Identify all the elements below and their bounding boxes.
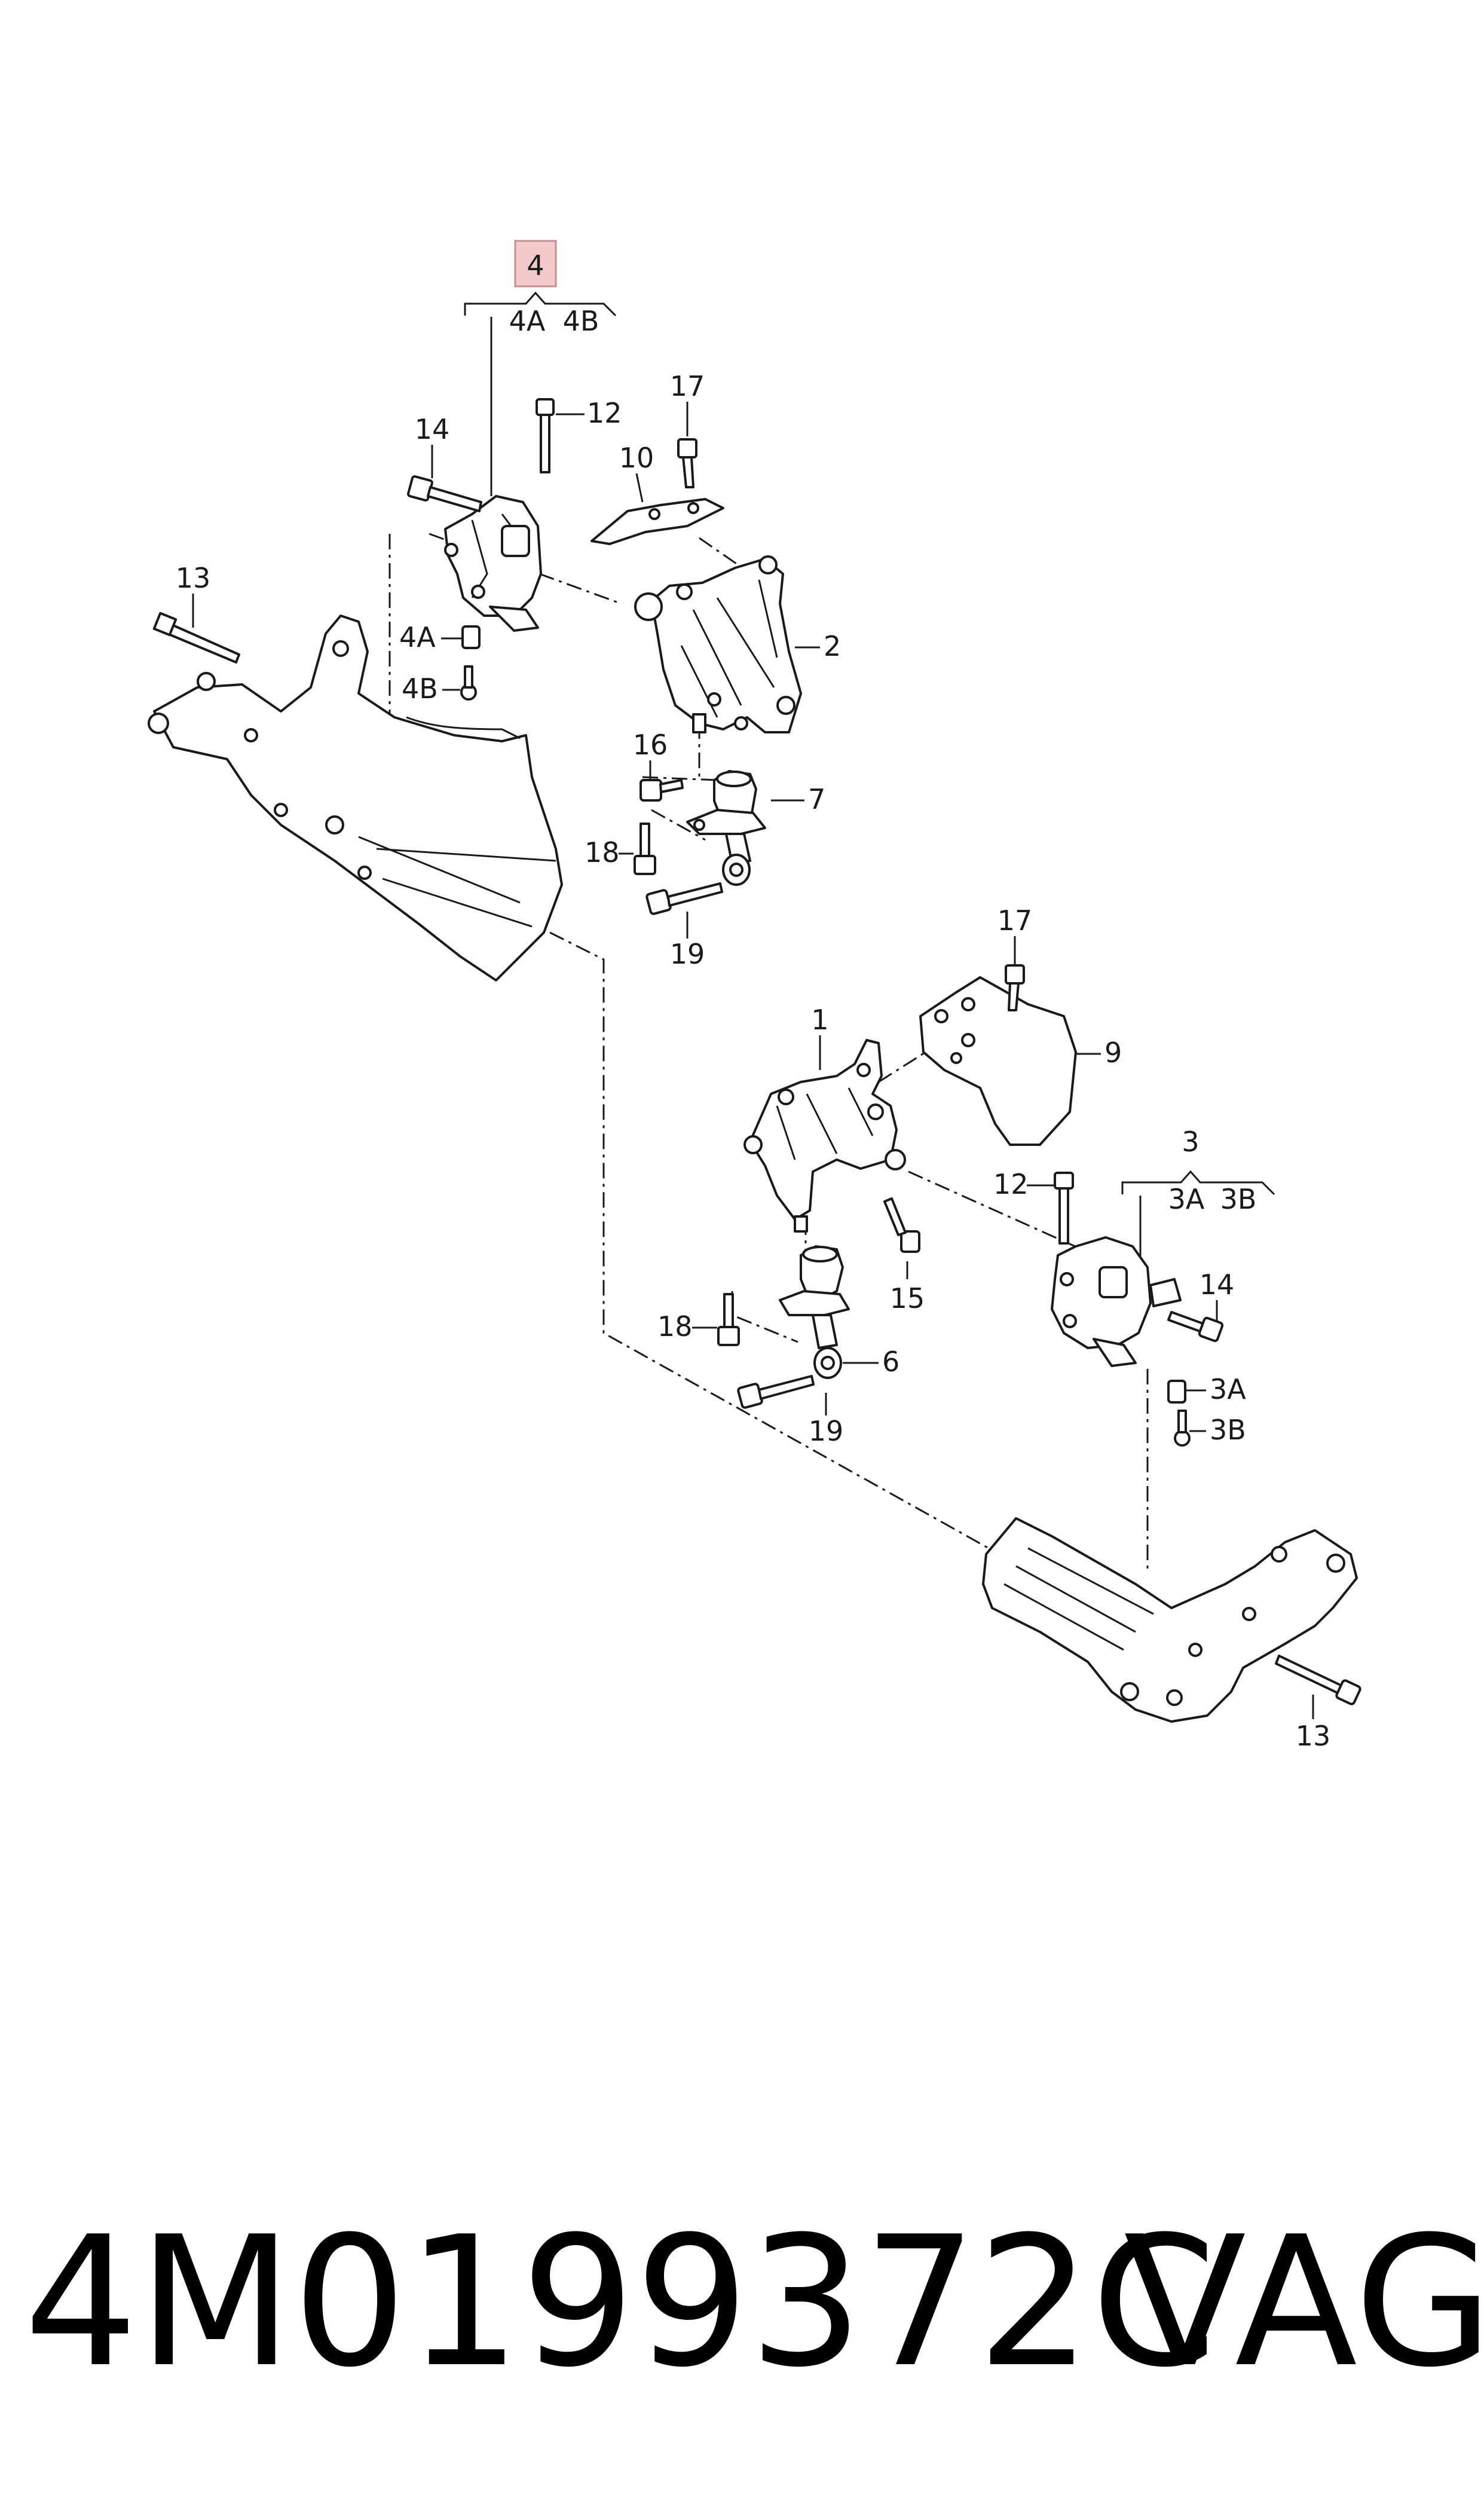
pendulum-mount-7: [686, 770, 766, 886]
engine-mount-3: [1051, 1236, 1182, 1367]
engine-mount-4: [444, 495, 542, 632]
callout-17-bottom[interactable]: 17: [998, 904, 1033, 937]
callout-4b[interactable]: 4B: [402, 672, 438, 705]
bolt-12-bottom: [1054, 1172, 1074, 1245]
bracket-3: [1121, 1170, 1275, 1196]
callout-9[interactable]: 9: [1104, 1037, 1122, 1069]
bolt-12-top: [536, 398, 555, 473]
heat-shield-10: [590, 498, 724, 545]
bolt-17-bottom: [1005, 964, 1025, 1011]
callout-4[interactable]: 4: [527, 249, 544, 282]
bolt-16: [640, 779, 684, 802]
bolt-13-top: [152, 612, 240, 664]
subframe-right: [982, 1517, 1358, 1723]
bracket-2: [634, 555, 802, 733]
subframe-left: [148, 615, 563, 982]
callout-14-bottom[interactable]: 14: [1200, 1268, 1235, 1301]
bolt-15: [883, 1197, 920, 1253]
callout-19-bottom[interactable]: 19: [809, 1415, 844, 1447]
bracket-1: [743, 1039, 906, 1233]
callout-3a[interactable]: 3A: [1210, 1373, 1246, 1405]
brand-name: VAG: [1124, 2198, 1484, 2407]
callout-3b-top[interactable]: 3B: [1220, 1183, 1257, 1215]
callout-17-top[interactable]: 17: [670, 370, 705, 402]
pendulum-mount-6: [779, 1245, 850, 1379]
bolt-3b: [1174, 1410, 1191, 1447]
callout-19-top[interactable]: 19: [670, 938, 705, 970]
callout-14-top[interactable]: 14: [415, 413, 450, 445]
bracket-4: [464, 291, 617, 317]
heat-shield-9: [919, 976, 1077, 1146]
bolt-13-bottom: [1275, 1655, 1361, 1705]
bolt-14-bottom: [1167, 1311, 1224, 1343]
callout-4b-top[interactable]: 4B: [563, 305, 599, 337]
clip-4a: [461, 625, 481, 649]
callout-4a[interactable]: 4A: [399, 621, 436, 653]
callout-18-bottom[interactable]: 18: [657, 1310, 693, 1343]
callout-15[interactable]: 15: [890, 1282, 925, 1314]
callout-3[interactable]: 3: [1182, 1126, 1199, 1158]
callout-13-top[interactable]: 13: [176, 562, 211, 594]
callout-3b[interactable]: 3B: [1210, 1414, 1246, 1446]
callout-6[interactable]: 6: [882, 1346, 899, 1378]
bolt-14-top: [407, 475, 482, 512]
callout-2[interactable]: 2: [824, 630, 841, 662]
callout-12-top[interactable]: 12: [587, 397, 622, 429]
callout-18-top[interactable]: 18: [585, 836, 620, 869]
bolt-4b: [460, 665, 477, 701]
callout-1[interactable]: 1: [811, 1004, 828, 1036]
bolt-18-bottom: [717, 1293, 740, 1346]
part-number: 4M0199372C: [24, 2198, 1216, 2407]
bolt-18-top: [634, 823, 656, 875]
bolt-19-top: [645, 882, 723, 915]
bolt-17-top: [677, 438, 697, 488]
callout-16[interactable]: 16: [633, 729, 668, 761]
callout-3a-top[interactable]: 3A: [1168, 1183, 1205, 1215]
bolt-19-bottom: [737, 1375, 815, 1409]
callout-13-bottom[interactable]: 13: [1296, 1720, 1331, 1752]
clip-3a: [1167, 1380, 1186, 1404]
callout-10[interactable]: 10: [619, 442, 654, 474]
callout-4a-top[interactable]: 4A: [509, 305, 546, 337]
highlight-box-4: [514, 240, 557, 288]
callout-12-bottom[interactable]: 12: [993, 1168, 1029, 1200]
callout-7[interactable]: 7: [808, 783, 825, 815]
